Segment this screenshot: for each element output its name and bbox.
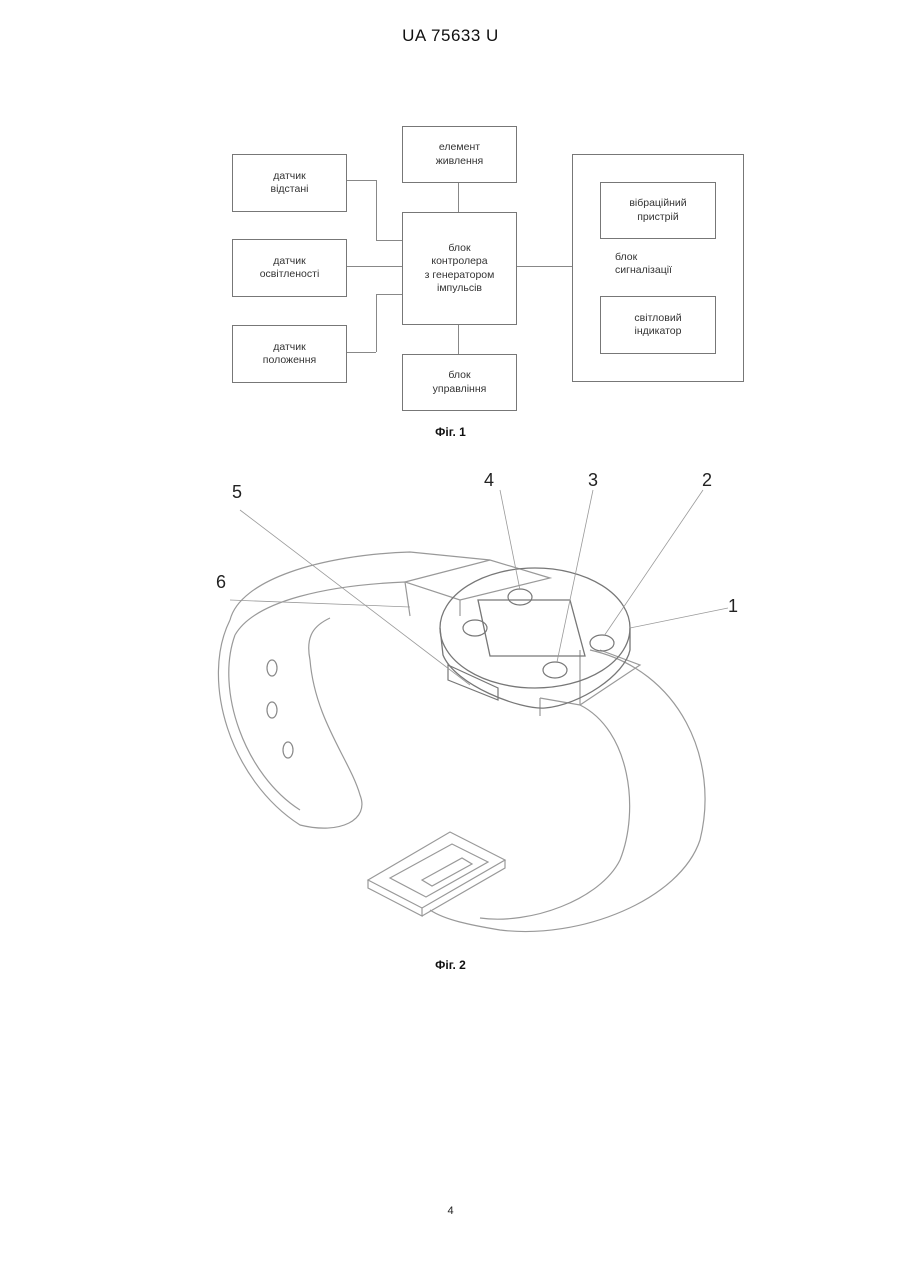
ref-label-4: 4	[484, 470, 494, 490]
connector	[346, 180, 376, 181]
ref-label-3: 3	[588, 470, 598, 490]
controller-block: блок контролера з генератором імпульсів	[402, 212, 517, 325]
connector	[516, 266, 572, 267]
distance-sensor-block: датчик відстані	[232, 154, 347, 212]
position-sensor-block: датчик положення	[232, 325, 347, 383]
light-sensor-block: датчик освітленості	[232, 239, 347, 297]
connector	[346, 352, 376, 353]
fig2-caption: Фіг. 2	[0, 958, 901, 972]
connector	[458, 324, 459, 354]
ref-label-6: 6	[216, 572, 226, 592]
light-indicator-block: світловий індикатор	[600, 296, 716, 354]
control-block: блок управління	[402, 354, 517, 411]
block-diagram: елемент живлення датчик відстані датчик …	[226, 120, 746, 420]
signal-block-label: блок сигналізації	[615, 251, 672, 277]
connector	[458, 182, 459, 212]
ref-label-5: 5	[232, 482, 242, 502]
vibration-device-block: вібраційний пристрій	[600, 182, 716, 239]
fig1-caption: Фіг. 1	[0, 425, 901, 439]
ref-label-1: 1	[728, 596, 738, 616]
connector	[376, 294, 377, 352]
connector	[346, 266, 402, 267]
bracelet-illustration: 4 3 2 1 5 6	[200, 460, 760, 950]
patent-number: UA 75633 U	[0, 26, 901, 46]
ref-label-2: 2	[702, 470, 712, 490]
connector	[376, 294, 402, 295]
power-block: елемент живлення	[402, 126, 517, 183]
connector	[376, 240, 402, 241]
connector	[376, 180, 377, 240]
signal-block: блок сигналізації вібраційний пристрій с…	[572, 154, 744, 382]
page-number: 4	[0, 1205, 901, 1217]
